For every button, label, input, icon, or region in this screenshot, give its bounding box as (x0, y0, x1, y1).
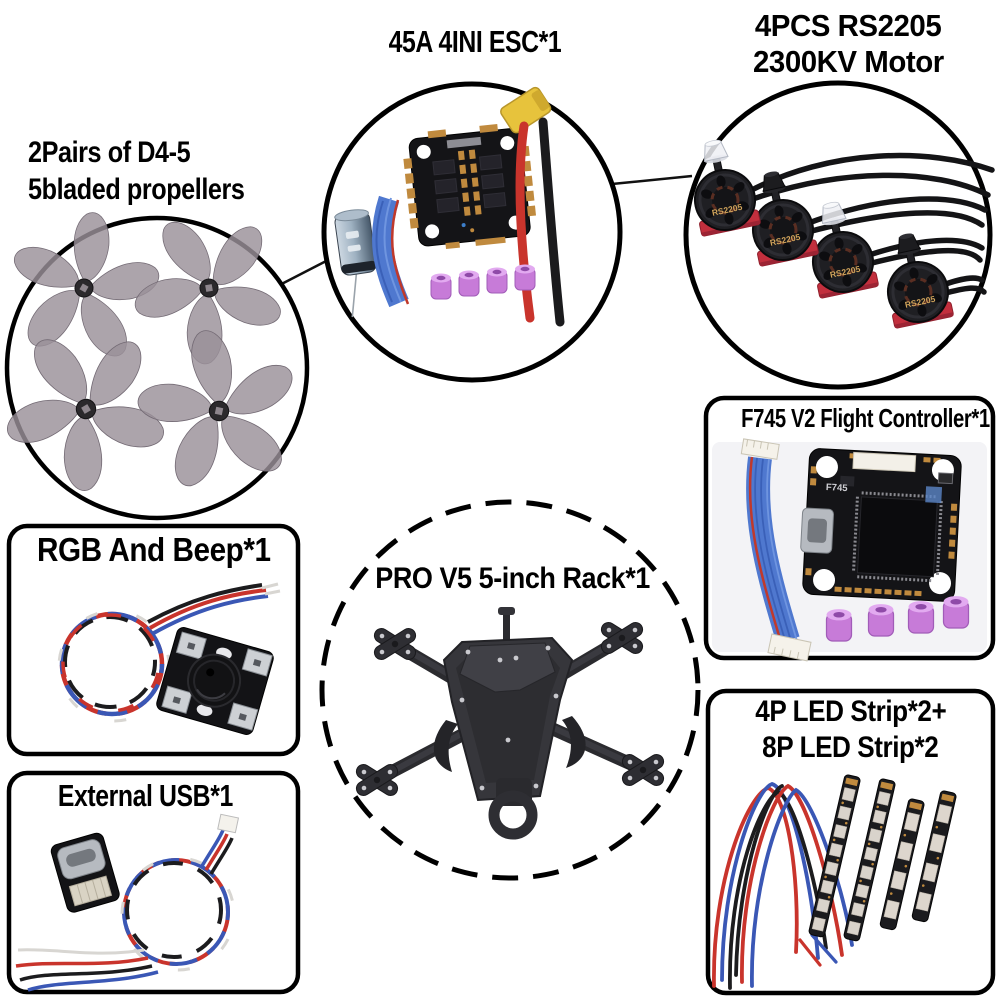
fc-grommet-3 (907, 600, 935, 634)
frame-screws (459, 645, 559, 791)
rack-title: PRO V5 5-inch Rack*1 (375, 562, 650, 595)
esc-xt60-connector (500, 86, 552, 134)
motors-photo: RS2205 RS2205 RS2205 RS2205 (683, 80, 995, 390)
esc-board (403, 124, 537, 250)
led-strips-title-line2: 8P LED Strip*2 (762, 731, 939, 764)
rgb-beep-title: RGB And Beep*1 (36, 531, 271, 568)
fc-ffc-connector (852, 451, 917, 473)
esc-black-wire (538, 117, 565, 327)
esc-red-wire (515, 121, 535, 323)
flight-controller-box: F745 (703, 395, 996, 662)
motors-title-line1: 4PCS RS2205 (754, 8, 942, 43)
usb-wire-loop (15, 829, 236, 992)
frame-bottom-loop (488, 790, 538, 840)
frame-antenna-cap (498, 607, 515, 615)
led-strips-title-line1: 4P LED Strip*2+ (754, 695, 946, 728)
esc-title: 45A 4INI ESC*1 (388, 24, 562, 59)
flight-controller-title: F745 V2 Flight Controller*1 (741, 403, 990, 433)
esc-grommet-2 (458, 270, 480, 297)
fc-board: F745 (800, 448, 962, 602)
rgb-beep-box (6, 523, 301, 757)
esc-grommet-1 (430, 273, 452, 300)
propellers-photo (0, 184, 310, 521)
fc-grommet-4 (942, 595, 970, 629)
esc-capacitor (334, 209, 377, 318)
esc-grommet-4 (514, 264, 536, 291)
motor-1: RS2205 (685, 137, 763, 239)
esc-ribbon-cable (371, 195, 410, 308)
rack-photo (319, 499, 701, 881)
esc-grommet-3 (486, 267, 508, 294)
fc-ribbon-cable (740, 438, 812, 662)
propellers-title-line2: 5bladed propellers (28, 173, 245, 206)
motors-title-line2: 2300KV Motor (752, 44, 944, 79)
propellers-title: 2Pairs of D4-5 5bladed propellers (28, 134, 286, 208)
fc-mcu-chip (856, 496, 938, 578)
rgb-wire-ring (57, 582, 281, 723)
fc-grommet-2 (867, 603, 895, 637)
frame-motor-mounts (355, 622, 665, 796)
motor-4: RS2205 (878, 230, 956, 331)
usb-cable-connector (217, 813, 240, 834)
led-strips-title: 4P LED Strip*2+ 8P LED Strip*2 (708, 694, 993, 766)
motors-title: 4PCS RS2205 2300KV Motor (698, 8, 998, 80)
motor-3: RS2205 (803, 199, 881, 301)
frame-body (355, 607, 665, 840)
frame-right-fin (562, 716, 586, 768)
rgb-beep-board (156, 627, 274, 735)
esc-photo (321, 81, 623, 383)
motor-2: RS2205 (743, 168, 821, 269)
led-strips-box (705, 688, 996, 996)
frame-antenna-post (503, 612, 510, 650)
fc-chip-print: F745 (826, 482, 849, 494)
external-usb-box (6, 770, 301, 995)
fc-grommet-1 (825, 608, 853, 642)
usb-module (50, 832, 120, 913)
propellers-title-line1: 2Pairs of D4-5 (28, 136, 191, 169)
connector-line-esc-motors (611, 174, 693, 186)
frame-top-plate (459, 642, 556, 693)
external-usb-title: External USB*1 (57, 778, 233, 813)
frame-left-fin (433, 720, 458, 772)
fc-boot-button (937, 472, 954, 485)
